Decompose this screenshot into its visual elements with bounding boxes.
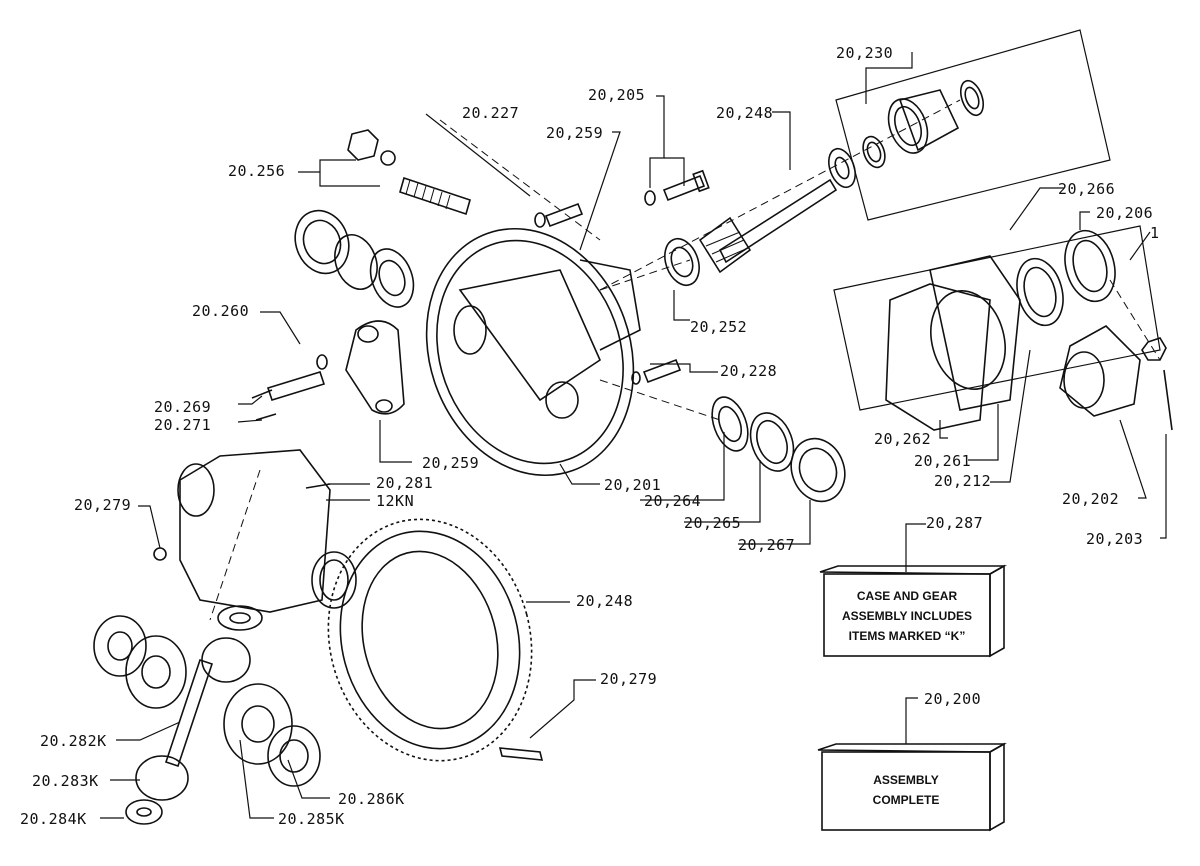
bearing-cap [251,320,405,421]
leader-lines [100,52,1167,819]
differential-case [153,449,357,613]
callout-20281: 20,281 [376,474,434,492]
callout-20248-ring: 20,248 [576,592,634,610]
callout-20262: 20,262 [874,430,932,448]
callout-20203: 20,203 [1086,530,1144,548]
callout-20284k: 20.284K [20,810,87,828]
callout-20271: 20.271 [154,416,212,434]
callout-20287: 20,287 [926,514,984,532]
callout-20279-case: 20,279 [74,496,132,514]
callout-20206: 20,206 [1096,204,1154,222]
carrier-group-frame [833,225,1161,411]
pinion-housing-cover [885,229,1116,431]
drive-pinion [698,178,838,274]
carrier-housing [425,227,641,477]
companion-flange [1059,325,1173,431]
callout-20260: 20.260 [192,302,250,320]
callout-20256: 20.256 [228,162,286,180]
callout-20230: 20,230 [836,44,894,62]
callout-20266: 20,266 [1058,180,1116,198]
callout-20202: 20,202 [1062,490,1120,508]
differential-gears [93,605,321,825]
assembly-note-line-2: COMPLETE [873,793,940,807]
case-gear-note-box [819,564,1008,658]
callout-20212: 20,212 [934,472,992,490]
callout-20264: 20,264 [644,492,702,510]
callout-20228: 20,228 [720,362,778,380]
callout-20286k: 20.286K [338,790,405,808]
bolts [534,169,710,385]
callout-20283k: 20.283K [32,772,99,790]
callout-20205: 20,205 [588,86,646,104]
callout-20227: 20.227 [462,104,520,122]
stud-and-nut [347,129,471,216]
callout-20285k: 20.285K [278,810,345,828]
callout-20259-cap: 20,259 [422,454,480,472]
left-bearing-adjuster [294,209,415,308]
callout-20265: 20,265 [684,514,742,532]
case-gear-note-line-2: ASSEMBLY INCLUDES [842,609,972,623]
pinion-bearing-parts [828,79,985,189]
assembly-note-line-1: ASSEMBLY [873,773,939,787]
callout-20248-pinion: 20,248 [716,104,774,122]
callout-20252: 20,252 [690,318,748,336]
case-gear-note-line-3: ITEMS MARKED “K” [849,629,966,643]
callout-20200: 20,200 [924,690,982,708]
callout-20259-housing: 20,259 [546,124,604,142]
callout-20201: 20,201 [604,476,662,494]
callout-20267: 20,267 [738,536,796,554]
callout-12kn: 12KN [376,492,415,510]
callout-1: 1 [1150,224,1160,242]
callout-20261: 20,261 [914,452,972,470]
callout-20282k: 20.282K [40,732,107,750]
assembly-complete-note-box [817,742,1008,832]
case-gear-note-line-1: CASE AND GEAR [857,589,958,603]
callout-20279-bolt: 20,279 [600,670,658,688]
pinion-bearing [664,237,700,287]
callout-20269: 20.269 [154,398,212,416]
alignment-dashes [209,99,1161,621]
right-bearing-adjuster [711,396,846,503]
ring-gear [327,518,544,762]
pinion-group-frame [835,29,1111,221]
